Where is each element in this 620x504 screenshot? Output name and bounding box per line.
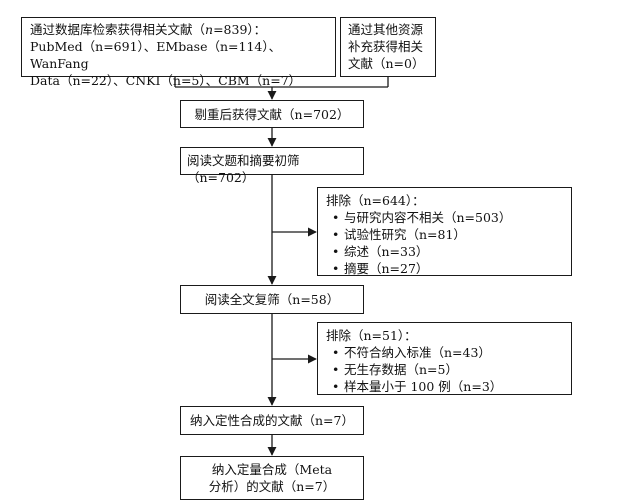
exclusion2-title: 排除（n=51）：: [326, 328, 417, 343]
dedup-box: 剔重后获得文献（n=702）: [180, 100, 364, 128]
db-line1-n: n: [205, 22, 214, 37]
db-line1-pre: 通过数据库检索获得相关文献（: [30, 22, 206, 37]
screen-label: 阅读文题和摘要初筛（n=702）: [187, 153, 300, 185]
exclusion-box-2: 排除（n=51）： 不符合纳入标准（n=43） 无生存数据（n=5） 样本量小于…: [317, 322, 572, 395]
db-line2: PubMed（n=691）、EMbase（n=114）、WanFang: [30, 39, 282, 71]
qualitative-label: 纳入定性合成的文献（n=7）: [190, 413, 354, 428]
exclusion1-item: 综述（n=33）: [332, 243, 563, 260]
exclusion2-item: 无生存数据（n=5）: [332, 361, 563, 378]
exclusion2-list: 不符合纳入标准（n=43） 无生存数据（n=5） 样本量小于 100 例（n=3…: [326, 344, 563, 395]
other-line2: 补充获得相关: [348, 39, 424, 54]
fulltext-screen-box: 阅读全文复筛（n=58）: [180, 285, 364, 314]
db-line1-post: =839）：: [213, 22, 267, 37]
quantitative-line1: 纳入定量合成（Meta: [211, 462, 333, 477]
exclusion-box-1: 排除（n=644）： 与研究内容不相关（n=503） 试验性研究（n=81） 综…: [317, 187, 572, 277]
exclusion2-item: 样本量小于 100 例（n=3）: [332, 378, 563, 395]
other-line1: 通过其他资源: [348, 22, 424, 37]
qualitative-synthesis-box: 纳入定性合成的文献（n=7）: [180, 406, 364, 435]
exclusion1-item: 试验性研究（n=81）: [332, 226, 563, 243]
quantitative-line2: 分析）的文献（n=7）: [208, 479, 336, 494]
exclusion1-title: 排除（n=644）：: [326, 193, 425, 208]
other-line3: 文献（n=0）: [348, 56, 425, 71]
fulltext-label: 阅读全文复筛（n=58）: [204, 292, 340, 307]
title-abstract-screen-box: 阅读文题和摘要初筛（n=702）: [180, 147, 364, 185]
database-search-box: 通过数据库检索获得相关文献（n=839）： PubMed（n=691）、EMba…: [21, 17, 336, 88]
dedup-label: 剔重后获得文献（n=702）: [194, 106, 350, 122]
exclusion2-item: 不符合纳入标准（n=43）: [332, 344, 563, 361]
other-sources-box: 通过其他资源 补充获得相关 文献（n=0）: [340, 17, 436, 77]
quantitative-synthesis-box: 纳入定量合成（Meta 分析）的文献（n=7）: [180, 456, 364, 500]
db-line3: Data（n=22）、CNKI（n=5）、CBM（n=7）: [30, 73, 302, 88]
exclusion1-item: 与研究内容不相关（n=503）: [332, 209, 563, 226]
exclusion1-list: 与研究内容不相关（n=503） 试验性研究（n=81） 综述（n=33） 摘要（…: [326, 209, 563, 277]
exclusion1-item: 摘要（n=27）: [332, 260, 563, 277]
